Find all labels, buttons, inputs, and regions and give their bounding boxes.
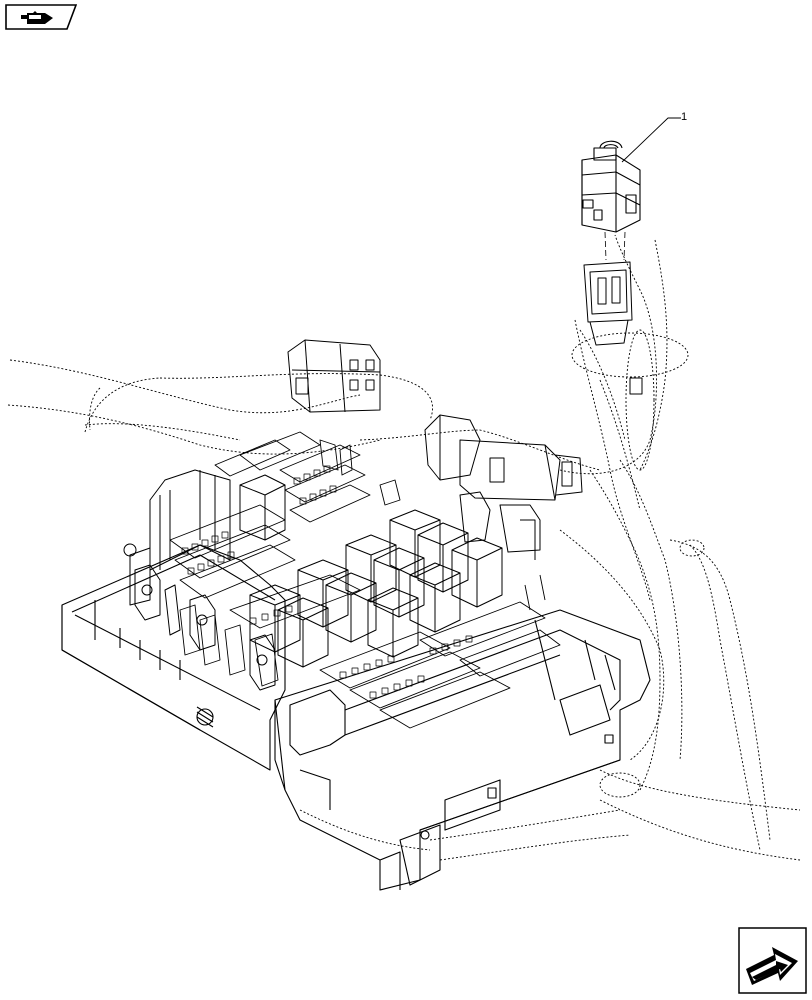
- terminal-studs: [134, 564, 276, 691]
- fuse-box-housing: [61, 544, 651, 891]
- wire-harness: [7, 234, 801, 861]
- previous-section-icon[interactable]: [5, 4, 77, 30]
- upper-connector: [287, 339, 381, 413]
- arrow-next-page-icon[interactable]: [738, 927, 807, 994]
- cable-tie: [629, 377, 643, 395]
- connector-item-1: [581, 140, 641, 233]
- mating-connector: [583, 261, 633, 346]
- relays: [239, 474, 503, 668]
- fuse-blocks: [169, 431, 561, 729]
- harness-connectors: [424, 414, 583, 560]
- fuse-details: [181, 465, 473, 699]
- callout-leader: [621, 117, 681, 163]
- callout-label-1: 1: [681, 111, 688, 123]
